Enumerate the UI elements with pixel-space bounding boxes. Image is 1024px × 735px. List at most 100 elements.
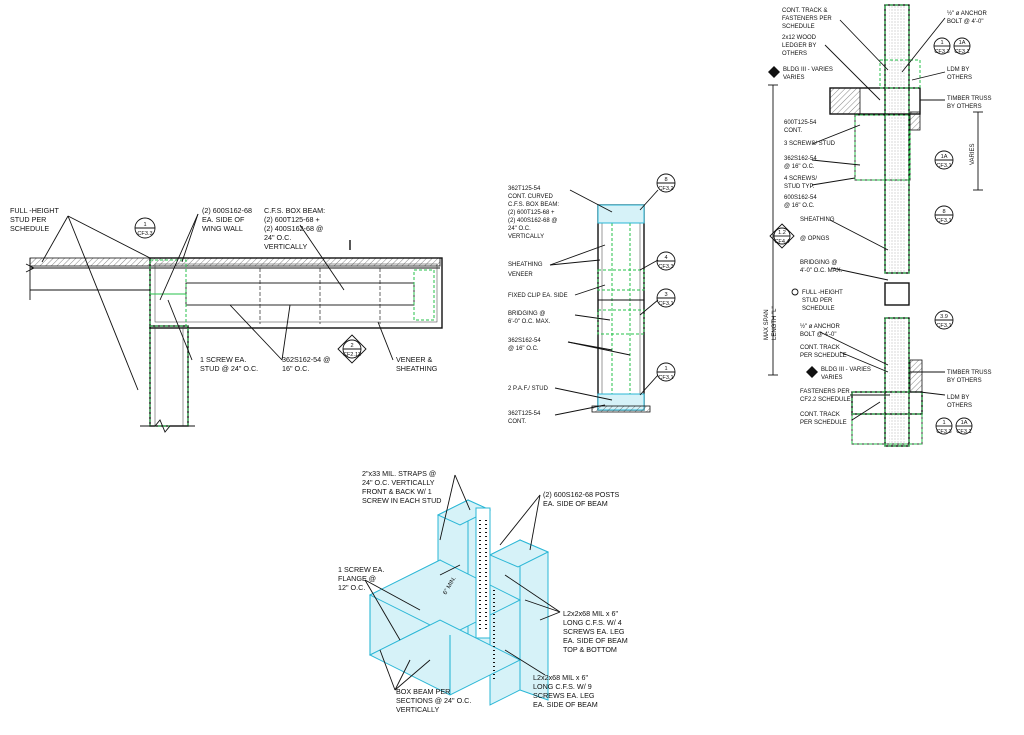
leader [167,299,193,361]
leader [394,659,431,691]
label-full-height-stud: FULL -HEIGHT STUD PER SCHEDULE [10,206,61,233]
bubble-sheet: CF3.3 [137,231,152,237]
label-track: 362T125-54 CONT. [508,411,542,425]
wall-top-hatch [29,257,441,267]
leader [67,215,151,259]
lower-framing [851,413,923,445]
wing-wall-inner [154,325,184,427]
label-bldg-top: BLDG III - VARIES VARIES [783,67,835,81]
label-bridging: BRIDGING @ 6'-0" O.C. MAX. [508,311,551,325]
bubble-number: 8 [942,209,945,215]
bridging-box [597,309,645,335]
section-marker-number: 2 [350,343,353,349]
end-green [413,269,435,321]
label-posts-wing-wall: (2) 600S162-68 EA. SIDE OF WING WALL [202,206,254,233]
label-straps: 2"x33 MIL. STRAPS @ 24" O.C. VERTICALLY … [362,469,441,505]
leader [901,17,946,73]
leader [504,649,546,676]
leader [67,215,139,391]
level-marker: BLDG III - VARIES VARIES [768,66,835,81]
leader [159,213,199,301]
label-s362: 362S162-54 @ 16" O.C. [784,156,818,170]
leader [379,649,396,691]
section-marker[interactable]: 1.2 CF4.4 [769,223,795,249]
bubble-number: 1 [143,222,146,228]
detail-bubble[interactable]: 8 CF3.2 [656,173,676,193]
bubble-sheet: CF3.3 [658,264,673,270]
leader [839,19,889,71]
label-fasteners: FASTENERS PER CF2.2 SCHEDULE [800,389,851,403]
section-marker-number: 1.2 [778,230,786,236]
detail-bubble[interactable]: 1 CF3.1 [656,362,676,382]
leader [839,351,889,373]
bubble-sheet: CF3.1 [936,163,951,169]
leader [439,474,456,541]
wall-upper-fill [889,5,905,273]
label-cont-600: 600T125-54 CONT. [784,120,818,134]
leader [524,599,561,613]
leader [539,611,561,621]
bubble-number: 1A [959,40,966,46]
section-marker-sheet: CF2.12 [343,352,361,358]
label-anchor-bot: ½" ø ANCHOR BOLT @ 4'-0" [800,323,841,338]
label-one-screw: 1 SCREW EA. FLANGE @ 12" O.C. [338,565,386,592]
box-beam-inner [154,263,438,323]
label-varies: VARIES [970,143,976,165]
box-beam-outline [149,257,443,329]
bubble-number: 8 [664,177,667,183]
wall-mid [884,282,910,306]
dim-line [439,564,461,576]
label-ldm-top: LDM BY OTHERS [947,67,972,81]
detail-bubble[interactable]: 4 CF3.3 [656,251,676,271]
wall-lower-green [884,317,910,447]
detail-bubble[interactable]: 1A CF3.1 [934,150,954,170]
section-marker-sheet: CF4.4 [774,239,789,245]
leader [639,189,659,211]
leader [819,331,889,366]
break-line [25,263,36,273]
label-bridging: BRIDGING @ 4'-0" O.C. MAX. [800,260,843,274]
bubble-sheet: CF3.1 [658,301,673,307]
label-bldg-bot: BLDG III - VARIES VARIES [821,367,873,381]
section-marker[interactable]: 2 CF2.12 [337,334,367,364]
label-angle-top: L2x2x68 MIL x 6" LONG C.F.S. W/ 4 SCREWS… [563,609,630,654]
leader [181,213,199,263]
detail-bubble[interactable]: 1 CF3.3 [935,417,953,435]
bubble-sheet: CF3.3 [934,49,949,55]
post-right-top [488,539,550,568]
bubble-sheet: CF3.2 [658,186,673,192]
detail-bubble[interactable]: 3.9 CF3.1 [934,310,954,330]
wall-section: CONT. TRACK & FASTENERS PER SCHEDULE 2x1… [764,4,992,447]
leader [919,391,946,396]
label-screws4: 4 SCREWS/ STUD TYP. [784,176,819,190]
level-marker: BLDG III - VARIES VARIES [806,366,873,381]
detail-bubble[interactable]: 1 CF3.3 [933,37,951,55]
section-marker-diamond [769,223,795,249]
leader [811,177,856,186]
label-ldm-bot: LDM BY OTHERS [947,395,972,409]
label-sheathing: SHEATHING [800,217,835,223]
section-outline [597,204,645,411]
bubble-number: 3 [664,292,667,298]
strap [475,507,491,639]
bubble-sheet: CF3.1 [936,323,951,329]
detail-bubble[interactable]: 1A CF3.1 [953,37,971,55]
leader [554,387,613,401]
leader [529,494,541,551]
detail-bubble[interactable]: 8 CF3.1 [934,205,954,225]
bubble-sheet: CF3.1 [658,375,673,381]
bubble-number: 1 [942,420,945,426]
leader [364,579,421,611]
leader [299,224,345,291]
lower-framing-green [851,413,923,445]
beam-bottom [368,619,522,696]
section-marker-diamond [337,334,367,364]
detail-bubble[interactable]: 1A CF3.1 [955,417,973,435]
detail-bubble[interactable]: 1 CF3.3 [134,217,156,239]
label-fixed-clip: FIXED CLIP EA. SIDE [508,293,568,299]
wall-upper-green [884,4,910,274]
label-paf: 2 P.A.F./ STUD [508,386,549,392]
detail-bubble[interactable]: 3 CF3.1 [656,288,676,308]
leader [574,284,606,296]
